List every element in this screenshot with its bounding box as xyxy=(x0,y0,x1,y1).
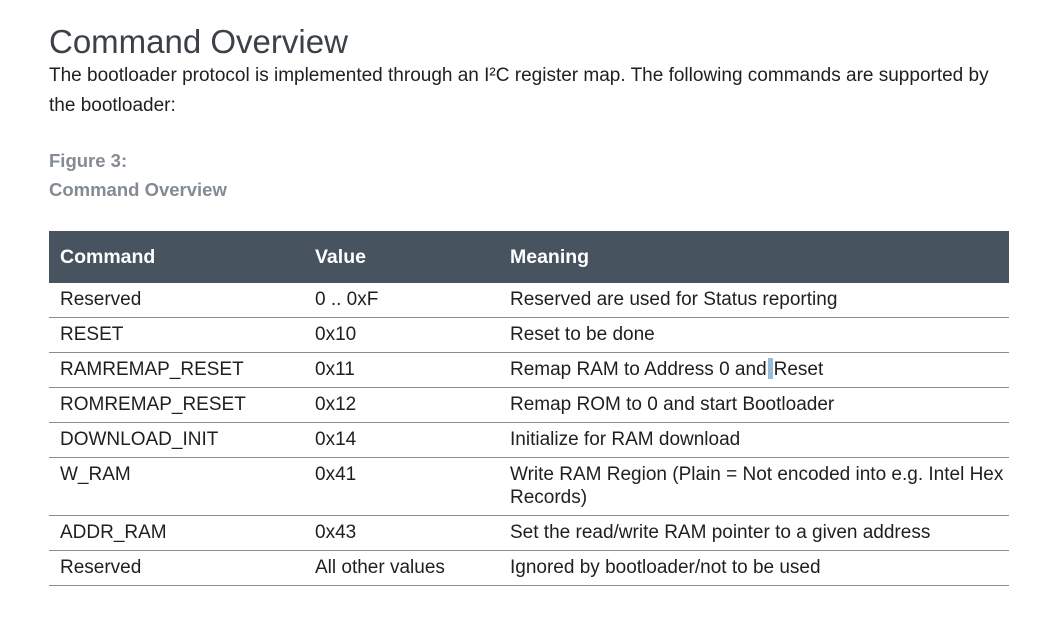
command-cell[interactable]: Reserved xyxy=(49,550,304,586)
text-cursor-highlight xyxy=(767,358,773,379)
value-cell[interactable]: 0x14 xyxy=(304,422,499,458)
table-row: W_RAM 0x41 Write RAM Region (Plain = Not… xyxy=(49,457,1009,516)
figure-title: Command Overview xyxy=(49,179,227,200)
meaning-cell[interactable]: Reserved are used for Status reporting xyxy=(499,283,1009,318)
value-cell[interactable]: 0 .. 0xF xyxy=(304,283,499,318)
page-title: Command Overview xyxy=(49,23,348,61)
column-header-meaning: Meaning xyxy=(510,245,590,268)
command-table: Command Value Meaning Reserved 0 .. 0xF … xyxy=(49,231,1009,586)
table-row: ROMREMAP_RESET 0x12 Remap ROM to 0 and s… xyxy=(49,387,1009,423)
table-row: RESET 0x10 Reset to be done xyxy=(49,317,1009,353)
value-cell[interactable]: 0x43 xyxy=(304,515,499,551)
figure-number: Figure 3: xyxy=(49,150,128,171)
table-row: ADDR_RAM 0x43 Set the read/write RAM poi… xyxy=(49,515,1009,551)
table-row: RAMREMAP_RESET 0x11 Remap RAM to Address… xyxy=(49,352,1009,388)
value-cell[interactable]: 0x11 xyxy=(304,352,499,388)
value-cell[interactable]: 0x10 xyxy=(304,317,499,353)
meaning-text-part1: Remap RAM to Address 0 and xyxy=(510,359,767,380)
meaning-cell[interactable]: Reset to be done xyxy=(499,317,1009,353)
meaning-cell[interactable]: Remap ROM to 0 and start Bootloader xyxy=(499,387,1009,423)
table-row: DOWNLOAD_INIT 0x14 Initialize for RAM do… xyxy=(49,422,1009,458)
value-cell[interactable]: All other values xyxy=(304,550,499,586)
meaning-cell[interactable]: Remap RAM to Address 0 and Reset xyxy=(499,352,1009,388)
intro-paragraph[interactable]: The bootloader protocol is implemented t… xyxy=(49,65,989,116)
value-cell[interactable]: 0x12 xyxy=(304,387,499,423)
table-row: Reserved All other values Ignored by boo… xyxy=(49,550,1009,586)
table-header-row: Command Value Meaning xyxy=(49,231,1009,283)
command-cell[interactable]: ADDR_RAM xyxy=(49,515,304,551)
table-row: Reserved 0 .. 0xF Reserved are used for … xyxy=(49,283,1009,318)
command-cell[interactable]: RAMREMAP_RESET xyxy=(49,352,304,388)
column-header-value: Value xyxy=(315,245,366,268)
meaning-cell[interactable]: Write RAM Region (Plain = Not encoded in… xyxy=(499,457,1009,516)
command-cell[interactable]: RESET xyxy=(49,317,304,353)
meaning-cell[interactable]: Initialize for RAM download xyxy=(499,422,1009,458)
meaning-text-part2: Reset xyxy=(773,359,824,380)
command-cell[interactable]: Reserved xyxy=(49,283,304,318)
command-cell[interactable]: W_RAM xyxy=(49,457,304,516)
column-header-command: Command xyxy=(60,245,156,268)
meaning-cell[interactable]: Set the read/write RAM pointer to a give… xyxy=(499,515,1009,551)
command-cell[interactable]: DOWNLOAD_INIT xyxy=(49,422,304,458)
command-cell[interactable]: ROMREMAP_RESET xyxy=(49,387,304,423)
value-cell[interactable]: 0x41 xyxy=(304,457,499,516)
meaning-cell[interactable]: Ignored by bootloader/not to be used xyxy=(499,550,1009,586)
figure-caption: Figure 3: Command Overview xyxy=(49,146,227,204)
